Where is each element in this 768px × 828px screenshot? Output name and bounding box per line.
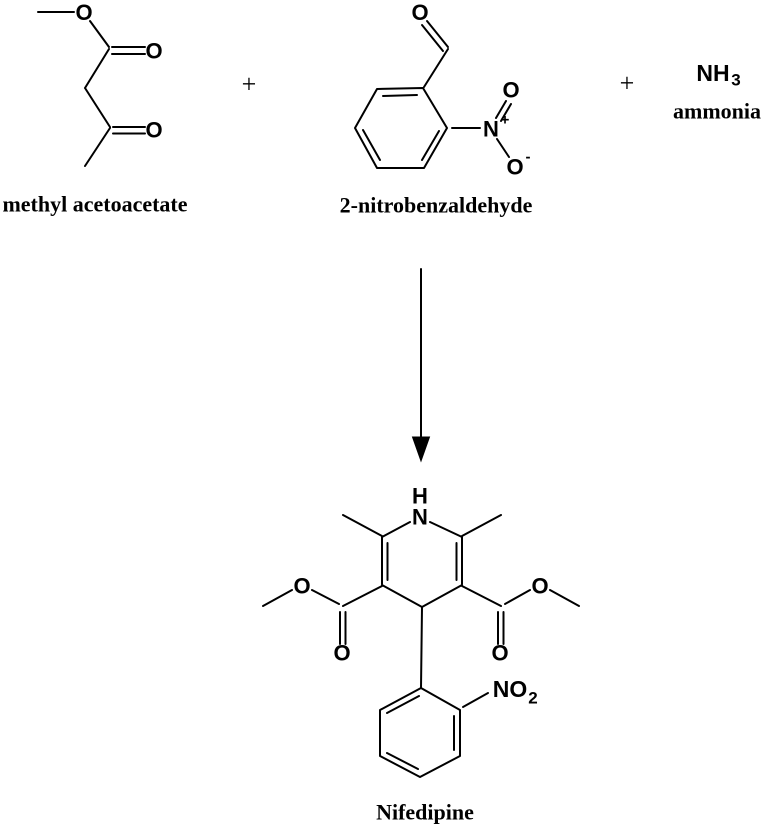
ammonia-formula: NH (696, 60, 729, 86)
benzene-ring (354, 87, 448, 169)
charge-minus-label: - (526, 149, 531, 166)
atom-label-n-nitro: N (483, 117, 499, 142)
nitro-group-label: NO (493, 676, 528, 702)
plus-sign-left: + (242, 70, 257, 99)
nifedipine-structure: NO 2 H N O O O O Nifedipine (262, 484, 580, 825)
nitrobenzaldehyde-structure: O N + O O - 2-nitrobenzaldehyde (340, 0, 533, 218)
nitro-double-bond (495, 100, 512, 122)
ammonia-formula-subscript: 3 (731, 71, 740, 90)
compound-name-ammonia: ammonia (673, 99, 761, 124)
left-ester-bonds (262, 585, 383, 607)
c4-phenyl-bond (420, 606, 423, 689)
right-carbonyl-double-bond (497, 611, 505, 645)
atom-label-o-carbonyl-2: O (145, 118, 162, 143)
methyl-bonds (342, 514, 502, 537)
atom-label-o-nitro-top: O (502, 78, 519, 103)
atom-label-h-ring: H (412, 484, 428, 509)
reaction-arrow (411, 268, 431, 463)
phenyl-aromatic-inner-lines (386, 695, 455, 770)
compound-name-nitrobenzaldehyde: 2-nitrobenzaldehyde (340, 193, 533, 218)
atom-label-o-carbonyl-1: O (145, 39, 162, 64)
atom-label-o-carbonyl-right: O (491, 641, 508, 666)
plus-sign-right: + (620, 69, 635, 98)
nitro-bond (462, 692, 489, 708)
nitro-group-subscript: 2 (528, 689, 537, 708)
aldehyde-double-bond (421, 20, 449, 52)
methyl-acetoacetate-structure: O O O methyl acetoacetate (2, 0, 187, 217)
phenyl-ring (379, 687, 461, 778)
dihydropyridine-bonds (381, 521, 463, 608)
atom-label-o-ester-right: O (531, 574, 548, 599)
atom-label-n-ring: N (412, 505, 428, 530)
bond-lines (423, 48, 510, 158)
ring-double-bond-inner-lines (386, 542, 458, 581)
ammonia-reagent: NH 3 ammonia (673, 60, 761, 124)
arrow-head-icon (411, 436, 431, 463)
bond-lines (37, 11, 111, 167)
atom-label-o-ester-left: O (293, 574, 310, 599)
left-carbonyl-double-bond (339, 611, 347, 645)
right-ester-bonds (461, 585, 580, 607)
atom-label-o-ester: O (75, 0, 92, 25)
compound-name-methyl-acetoacetate: methyl acetoacetate (2, 192, 187, 217)
compound-name-nifedipine: Nifedipine (376, 800, 474, 825)
atom-label-o-nitro-bottom: O (506, 155, 523, 180)
atom-label-o-aldehyde: O (411, 0, 428, 25)
double-bond-lines (111, 46, 146, 135)
charge-plus-label: + (501, 112, 510, 129)
aromatic-inner-lines (362, 94, 440, 161)
atom-label-o-carbonyl-left: O (333, 641, 350, 666)
